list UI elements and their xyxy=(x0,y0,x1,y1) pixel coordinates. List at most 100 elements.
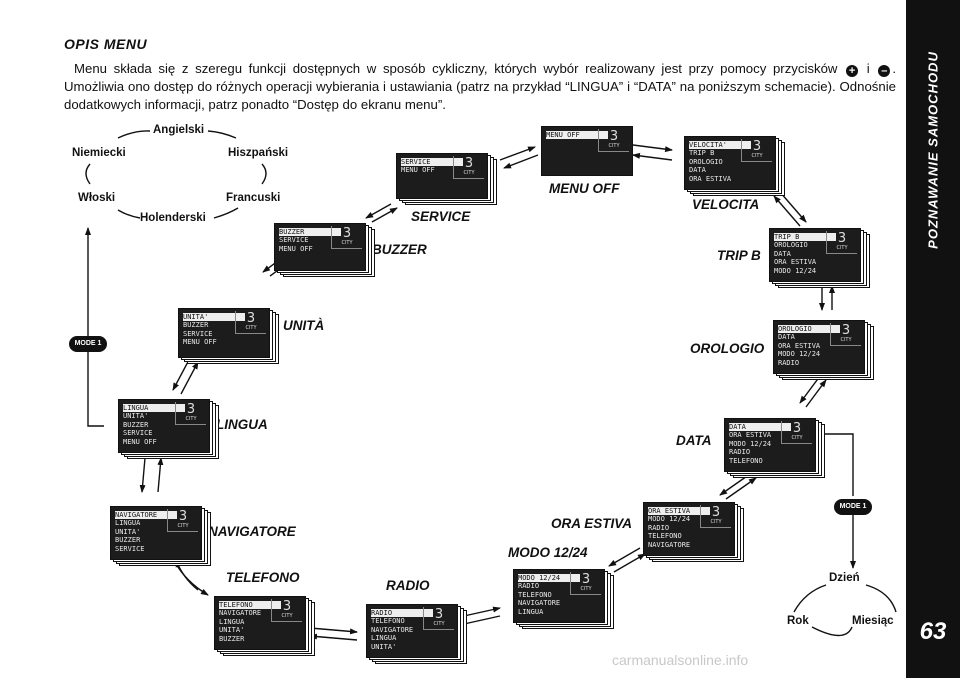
lang-wloski: Włoski xyxy=(78,192,116,204)
lang-niemiecki: Niemiecki xyxy=(72,147,126,159)
screen-line: ORA ESTIVA xyxy=(689,174,732,183)
gear-digit: 3 xyxy=(841,323,851,338)
screen-line: TELEFONO xyxy=(371,617,405,626)
screen-line: ORA ESTIVA xyxy=(774,258,817,267)
page-heading: OPIS MENU xyxy=(64,36,148,52)
gear-digit: 3 xyxy=(464,156,474,171)
paragraph-line1: Menu składa się z szeregu funkcji dostęp… xyxy=(74,61,838,76)
screen-line: SERVICE xyxy=(123,429,153,438)
screen-line: BUZZER xyxy=(115,536,141,545)
screen-line: MODO 12/24 xyxy=(648,515,691,524)
gear-digit: 3 xyxy=(246,311,256,326)
section-title: POZNAWANIE SAMOCHODU xyxy=(925,51,941,249)
screen-line: LINGUA xyxy=(371,634,397,643)
lang-holenderski: Holenderski xyxy=(140,212,206,224)
screen-line: MENU OFF xyxy=(183,338,217,347)
watermark: carmanualsonline.info xyxy=(612,652,749,668)
screen-selected-line: UNITA' xyxy=(183,313,245,322)
screen-selected-line: TELEFONO xyxy=(219,601,281,610)
label-unita: UNITÀ xyxy=(283,318,325,333)
screen-selected-line: BUZZER xyxy=(279,228,341,237)
mode-1-button-right: MODE 1 xyxy=(834,499,872,515)
screen-selected-line: MENU OFF xyxy=(546,131,608,140)
screen-line: LINGUA xyxy=(115,519,141,528)
label-telefono: TELEFONO xyxy=(226,570,300,585)
mode-1-button-left: MODE 1 xyxy=(69,336,107,352)
label-lingua: LINGUA xyxy=(216,417,268,432)
screen-line: MODO 12/24 xyxy=(729,439,772,448)
label-data: DATA xyxy=(676,433,712,448)
screen-line: MODO 12/24 xyxy=(774,266,817,275)
screen-line: BUZZER xyxy=(123,420,149,429)
screen-line: SERVICE xyxy=(183,329,213,338)
gear-mode-label: CITY xyxy=(281,613,293,619)
screen-line: TRIP B xyxy=(689,149,715,158)
label-menu-off: MENU OFF xyxy=(549,181,620,196)
screen-line: SERVICE xyxy=(115,544,145,553)
screen-line: MODO 12/24 xyxy=(778,350,821,359)
gear-mode-label: CITY xyxy=(177,523,189,529)
screen-line: NAVIGATORE xyxy=(371,625,414,634)
minus-button-icon: – xyxy=(878,65,891,77)
screen-line: MENU OFF xyxy=(123,437,157,446)
date-rok: Rok xyxy=(787,615,809,627)
screen-line: OROLOGIO xyxy=(689,157,723,166)
screen-menu-lines: MENU OFF xyxy=(546,131,608,140)
screen-line: NAVIGATORE xyxy=(219,609,262,618)
label-service: SERVICE xyxy=(411,209,471,224)
screen-line: BUZZER xyxy=(219,634,245,643)
label-velocita: VELOCITA xyxy=(692,197,760,212)
screen-selected-line: RADIO xyxy=(371,609,433,618)
gear-mode-label: CITY xyxy=(840,337,852,343)
gear-mode-label: CITY xyxy=(433,621,445,627)
gear-digit: 3 xyxy=(178,509,188,524)
gear-digit: 3 xyxy=(711,505,721,520)
screen-line: MENU OFF xyxy=(401,166,435,175)
screen-selected-line: VELOCITA' xyxy=(689,141,751,150)
paragraph-period: . xyxy=(892,61,896,76)
plus-button-icon: + xyxy=(846,65,859,77)
screen-selected-line: MODO 12/24 xyxy=(518,574,580,583)
screen-line: UNITA' xyxy=(123,412,149,421)
screen-selected-line: TRIP B xyxy=(774,233,836,242)
screen-line: SERVICE xyxy=(279,236,309,245)
gear-mode-label: CITY xyxy=(185,416,197,422)
gear-digit: 3 xyxy=(282,599,292,614)
gear-digit: 3 xyxy=(186,402,196,417)
gear-mode-label: CITY xyxy=(836,245,848,251)
gear-mode-label: CITY xyxy=(580,586,592,592)
gear-digit: 3 xyxy=(342,226,352,241)
screen-line: RADIO xyxy=(729,448,751,457)
label-ora-estiva: ORA ESTIVA xyxy=(551,516,633,531)
screen-line: ORA ESTIVA xyxy=(778,341,821,350)
screen-line: UNITA' xyxy=(371,642,397,651)
label-navigatore: NAVIGATORE xyxy=(208,524,296,539)
gear-mode-label: CITY xyxy=(463,170,475,176)
